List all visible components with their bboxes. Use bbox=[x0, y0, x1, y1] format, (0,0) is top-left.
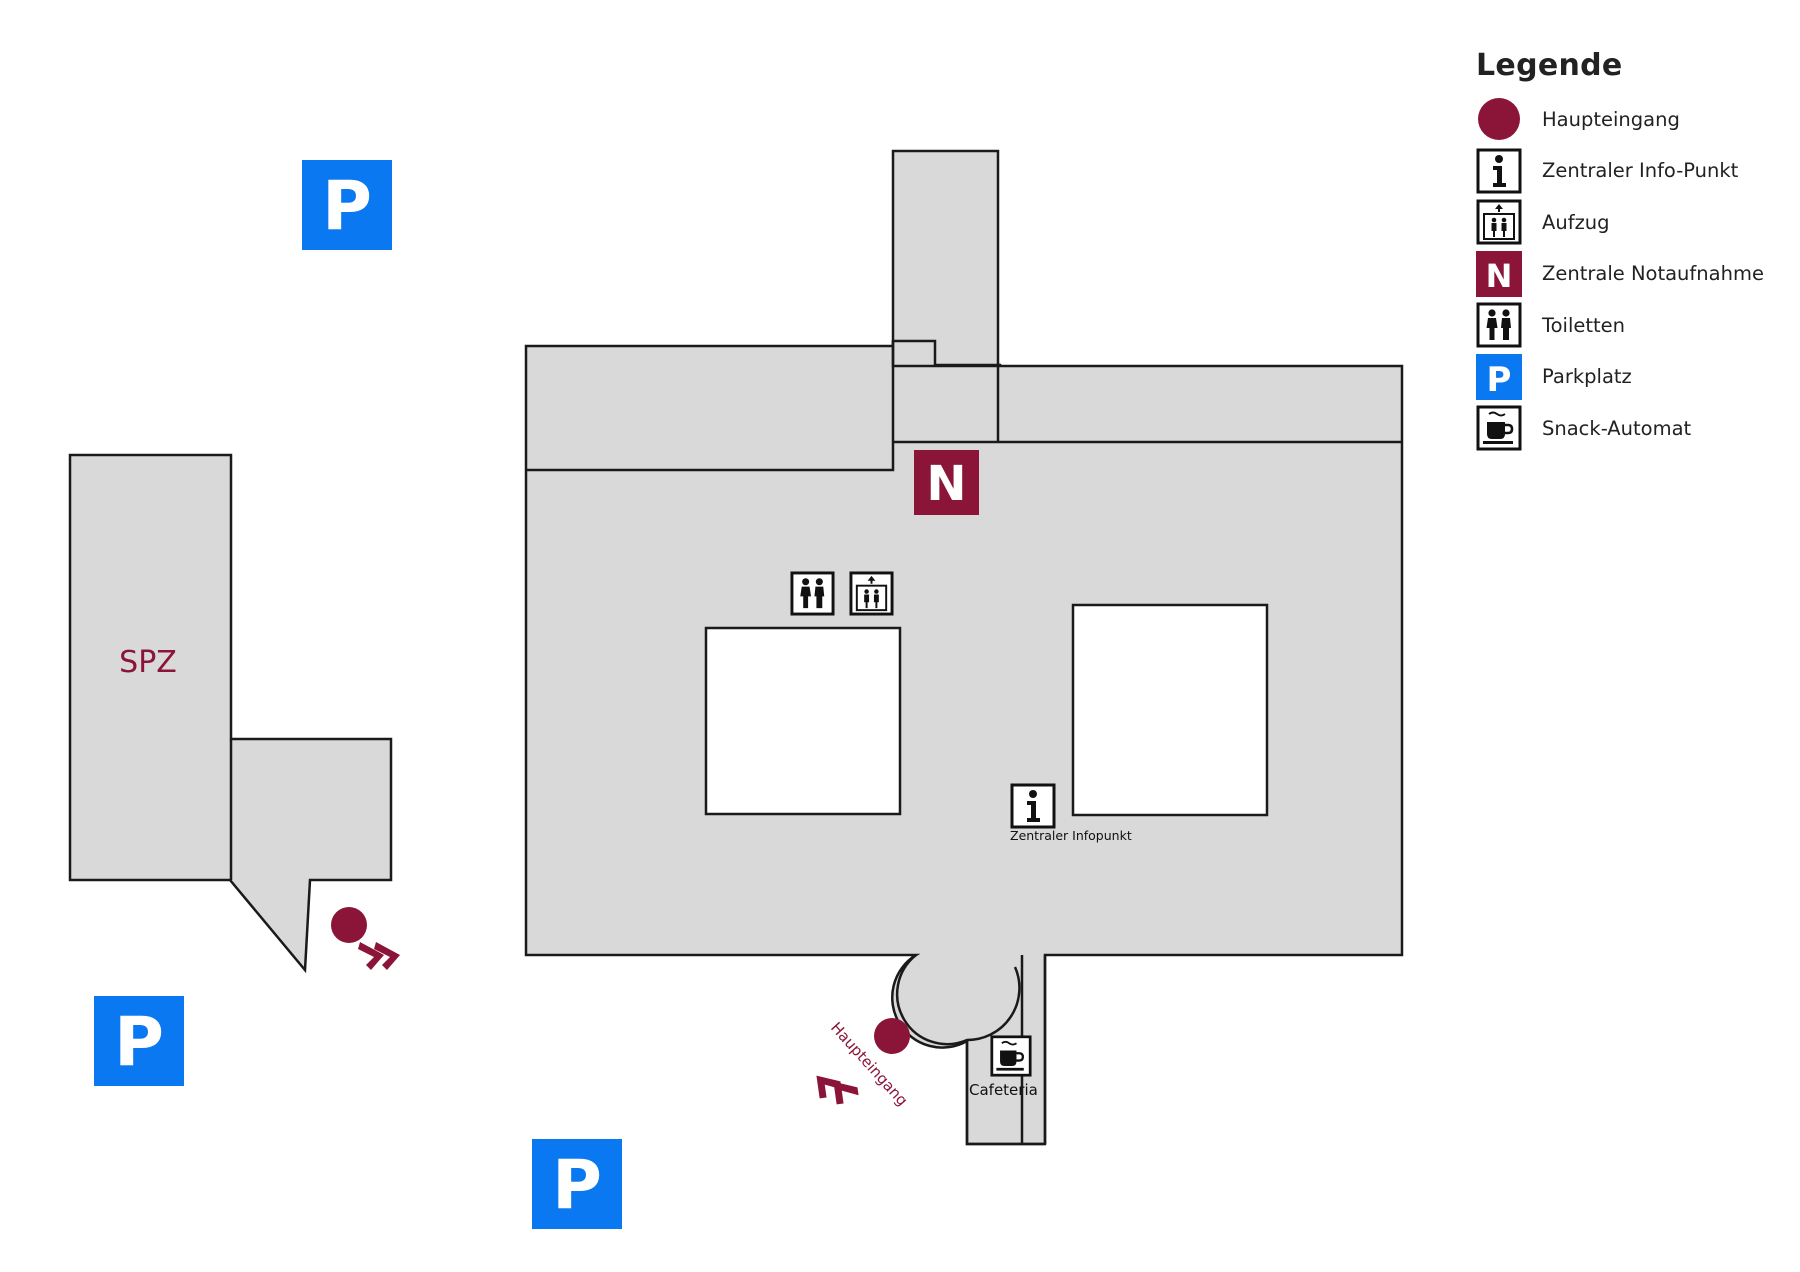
legend-label: Snack-Automat bbox=[1542, 416, 1692, 440]
legend-item-snack-machine: Snack-Automat bbox=[1476, 405, 1776, 451]
info-icon bbox=[1476, 148, 1522, 194]
legend-label: Haupteingang bbox=[1542, 107, 1680, 131]
legend-label: Parkplatz bbox=[1542, 365, 1632, 388]
parking-icon: P bbox=[1476, 353, 1522, 400]
svg-text:N: N bbox=[926, 456, 966, 512]
legend-item-emergency: N Zentrale Notaufnahme bbox=[1476, 250, 1776, 297]
spz-building bbox=[68, 453, 393, 974]
svg-text:P: P bbox=[114, 1003, 164, 1082]
svg-text:P: P bbox=[552, 1146, 602, 1225]
parking-sign-top: P bbox=[302, 160, 392, 250]
legend: Legende Haupteingang Zentraler Info-Punk… bbox=[1476, 48, 1776, 458]
spz-label: SPZ bbox=[119, 645, 177, 680]
legend-item-main-entrance: Haupteingang bbox=[1476, 97, 1776, 141]
chevron-icon bbox=[358, 942, 384, 970]
main-entrance-marker: Haupteingang bbox=[816, 1018, 911, 1109]
legend-label: Toiletten bbox=[1542, 313, 1626, 337]
legend-label: Zentrale Notaufnahme bbox=[1542, 262, 1764, 285]
emergency-marker: N bbox=[914, 450, 979, 515]
legend-item-info-point: Zentraler Info-Punkt bbox=[1476, 148, 1776, 194]
info-point-label: Zentraler Infopunkt bbox=[1010, 828, 1132, 843]
svg-text:P: P bbox=[322, 167, 372, 246]
main-entrance-dot-icon bbox=[331, 907, 367, 943]
toilets-icon bbox=[790, 571, 835, 616]
cafeteria-label: Cafeteria bbox=[969, 1081, 1038, 1099]
parking-sign-left: P bbox=[94, 996, 184, 1086]
toilets-icon bbox=[1476, 302, 1522, 348]
main-building bbox=[524, 149, 1404, 1146]
chevron-icon bbox=[816, 1075, 842, 1099]
legend-title: Legende bbox=[1476, 48, 1623, 83]
snack-machine-icon bbox=[1476, 405, 1522, 451]
spz-entrance-marker bbox=[331, 907, 400, 970]
legend-item-parking: P Parkplatz bbox=[1476, 353, 1776, 400]
elevator-icon bbox=[849, 571, 894, 616]
legend-item-elevator: Aufzug bbox=[1476, 199, 1776, 245]
main-entrance-dot-icon bbox=[874, 1018, 910, 1054]
legend-list: Haupteingang Zentraler Info-Punkt Aufzug bbox=[1476, 97, 1776, 451]
legend-label: Aufzug bbox=[1542, 210, 1610, 234]
parking-sign-bottom: P bbox=[532, 1139, 622, 1229]
emergency-n-icon: N bbox=[1476, 250, 1522, 297]
svg-text:N: N bbox=[1486, 257, 1513, 295]
info-icon bbox=[1010, 783, 1056, 829]
legend-item-toilets: Toiletten bbox=[1476, 302, 1776, 348]
legend-label: Zentraler Info-Punkt bbox=[1542, 159, 1739, 182]
chevron-icon bbox=[374, 942, 400, 970]
svg-text:P: P bbox=[1487, 360, 1512, 400]
main-entrance-dot-icon bbox=[1476, 96, 1522, 142]
snack-machine-icon bbox=[990, 1035, 1032, 1077]
elevator-icon bbox=[1476, 199, 1522, 245]
